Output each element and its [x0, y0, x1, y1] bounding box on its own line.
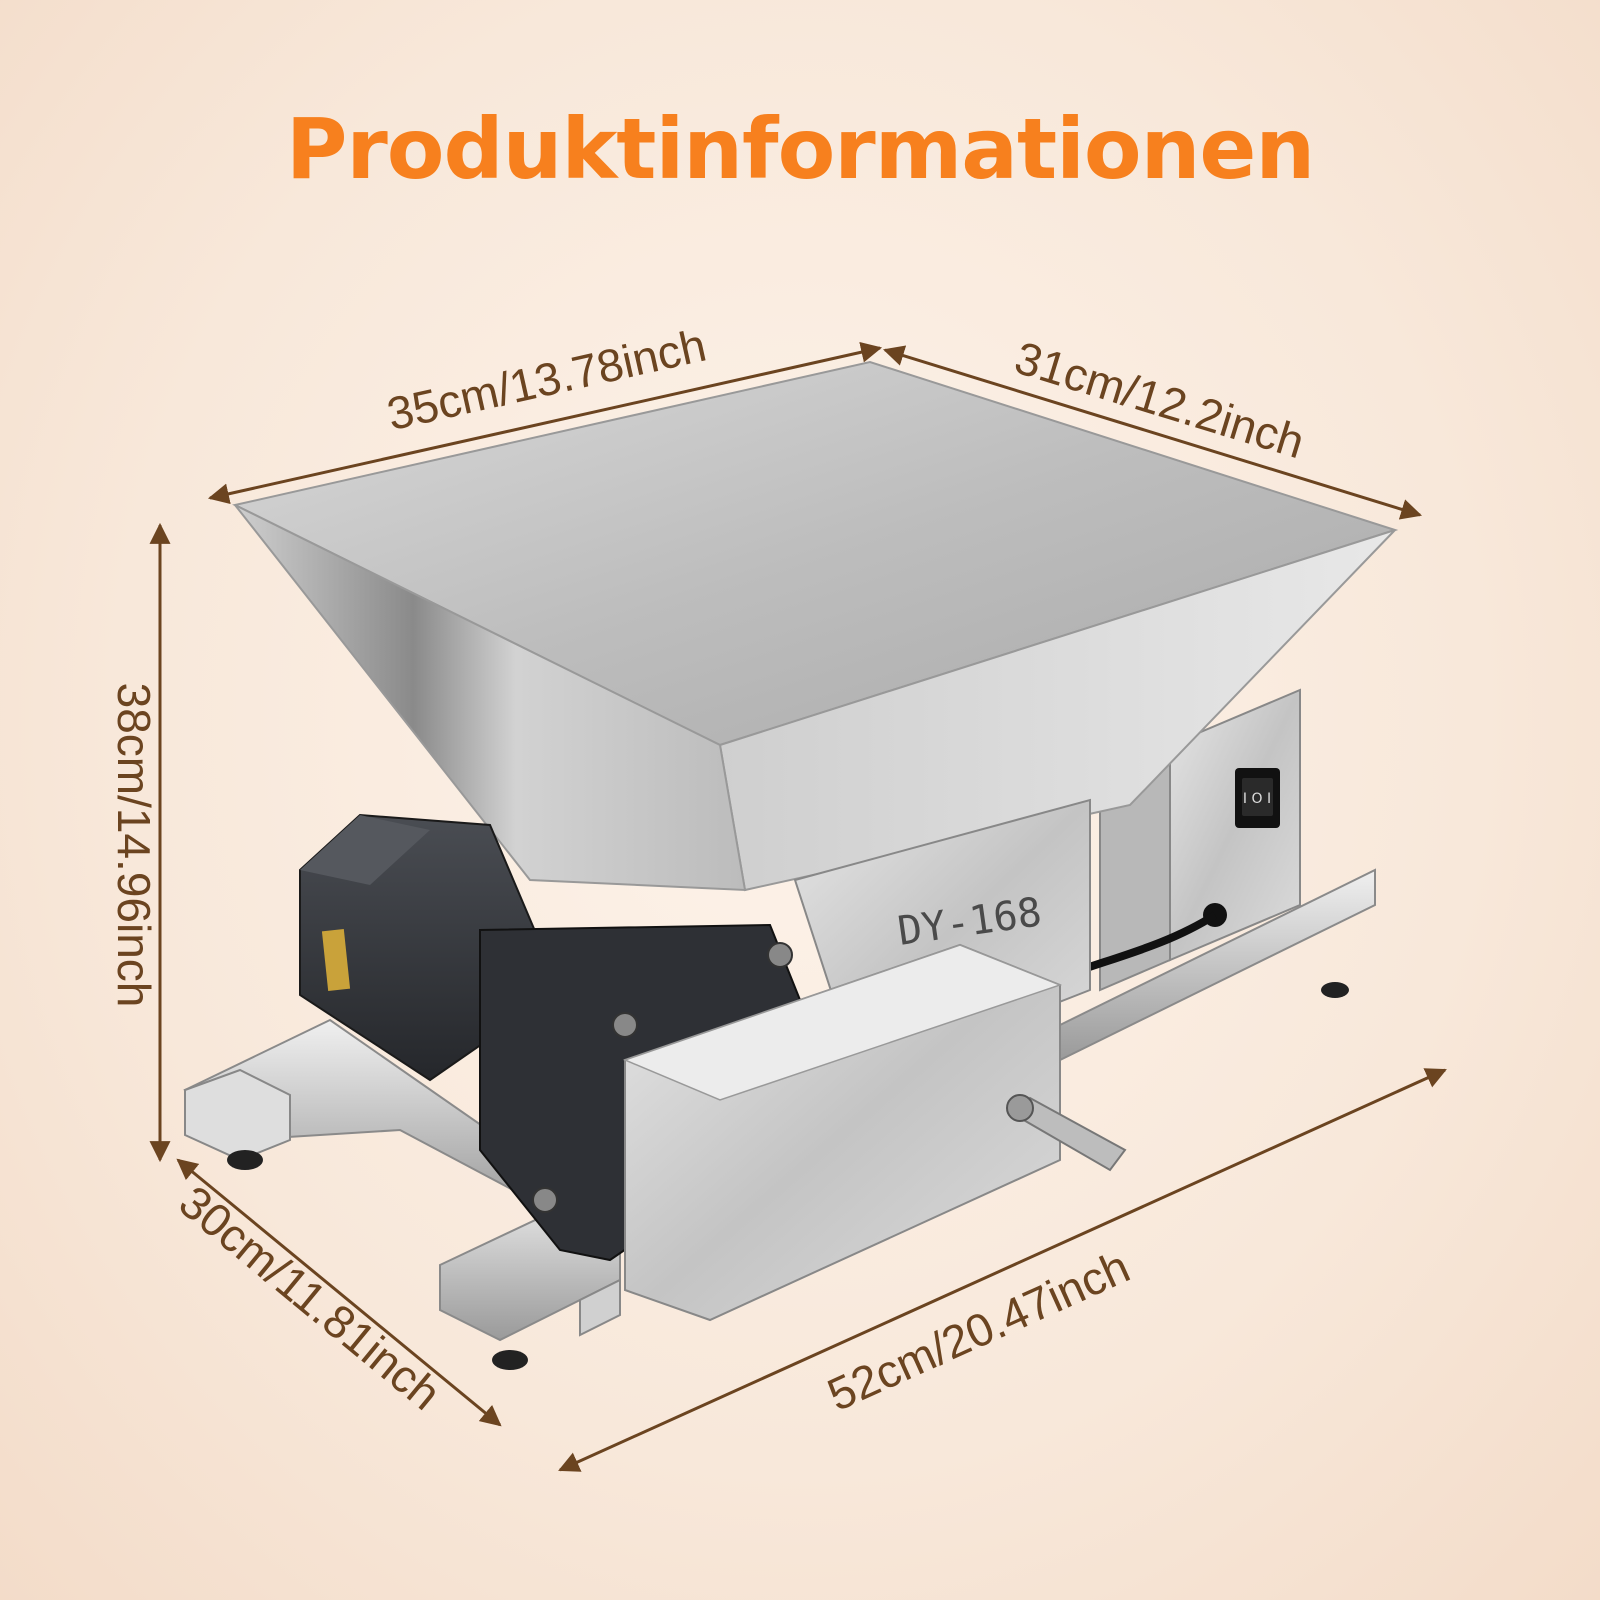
bolt-icon	[532, 1187, 558, 1213]
frame-leg-left	[184, 1068, 291, 1162]
dim-line-top-width	[207, 341, 883, 505]
dim-height: 38cm/14.96inch	[108, 683, 160, 1008]
frame-foot	[1321, 982, 1349, 998]
frame-foot	[227, 1150, 263, 1170]
hopper-side-front	[234, 504, 747, 892]
dim-line-top-depth	[882, 345, 1423, 520]
shaft-end	[1006, 1094, 1034, 1122]
dim-line-base-depth	[176, 1158, 502, 1427]
frame-foot	[492, 1350, 528, 1370]
rocker-switch-icon: I O I	[1235, 768, 1280, 828]
motor-nameplate	[321, 929, 351, 991]
grain-mill-illustration: I O I DY-168	[183, 360, 1399, 1370]
bolt-icon	[612, 1012, 638, 1038]
bolt-icon	[767, 942, 793, 968]
page-title: Produktinformationen	[286, 100, 1314, 198]
svg-text:I O I: I O I	[1243, 791, 1271, 807]
dim-line-base-length	[558, 1068, 1447, 1472]
dim-base-depth: 30cm/11.81inch	[170, 1175, 451, 1420]
